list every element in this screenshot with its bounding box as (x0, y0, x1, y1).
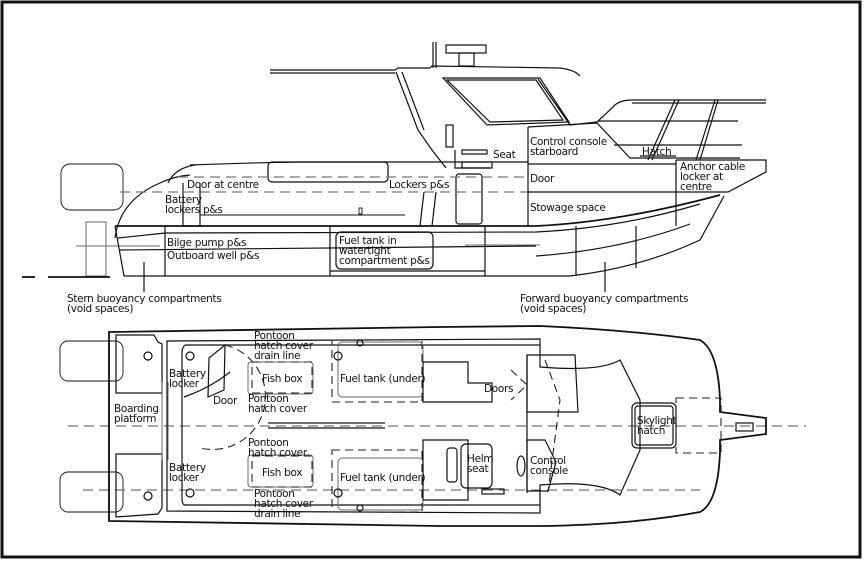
helm-seat-plan (460, 443, 493, 489)
label-fuel-tank-top: Fuel tank (under) (340, 373, 426, 385)
fuel-tank-starboard (331, 449, 423, 513)
label-doors: Doors (484, 383, 513, 395)
outboard-engine-starboard (59, 471, 124, 513)
label-stowage-space: Stowage space (530, 202, 606, 214)
fuel-tank-port (331, 339, 423, 403)
radar-dome (445, 44, 487, 54)
hull-bottom (115, 194, 721, 227)
windshield (441, 77, 571, 126)
hull-outline-plan (108, 325, 767, 527)
fuel-tank-side (335, 231, 434, 270)
outboard-engine-leg (85, 221, 107, 277)
outboard-engine-port (59, 340, 124, 382)
side-elevation-view (22, 42, 767, 292)
label-door: Door (530, 173, 555, 185)
label-stern-buoyancy: Stern buoyancy compartments(void spaces) (67, 293, 222, 315)
seat-back (445, 124, 454, 148)
label-fish-box-top: Fish box (262, 373, 302, 385)
label-hatch: Hatch (642, 146, 671, 158)
label-fish-box-bottom: Fish box (262, 467, 302, 479)
helm-pedestal (455, 173, 483, 225)
label-seat: Seat (493, 149, 516, 161)
label-door-plan: Door (213, 395, 238, 407)
bow-rail (596, 99, 766, 123)
label-door-at-centre: Door at centre (187, 179, 259, 191)
plan-view (59, 325, 806, 527)
label-fuel-tank-bottom: Fuel tank (under) (340, 472, 426, 484)
label-bilge-pump: Bilge pump p&s (167, 237, 246, 249)
label-outboard-well: Outboard well p&s (167, 250, 259, 262)
outboard-engine-head (60, 163, 124, 211)
label-lockers-ps: Lockers p&s (389, 179, 449, 191)
label-forward-buoyancy: Forward buoyancy compartments(void space… (520, 293, 688, 315)
